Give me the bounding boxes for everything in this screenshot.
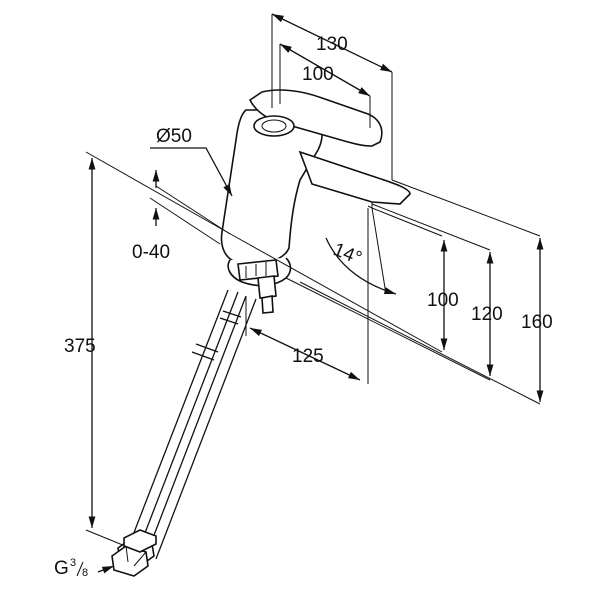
dim-125-line	[249, 327, 361, 381]
supply-hoses	[127, 289, 257, 560]
thread-prefix: G	[54, 558, 69, 579]
label-angle: 14°	[330, 239, 365, 269]
diameter-leader	[150, 147, 233, 197]
thread-numerator: 3	[70, 557, 76, 569]
connection-thread-label: G 3 8	[54, 557, 115, 579]
label-125: 125	[292, 346, 324, 367]
angle-arc	[325, 237, 397, 295]
threaded-connector	[111, 529, 157, 577]
label-diameter: Ø50	[156, 126, 192, 147]
spout	[298, 150, 411, 209]
dim-130-line	[271, 13, 393, 73]
label-375: 375	[64, 336, 96, 357]
label-100-right: 100	[427, 290, 459, 311]
dim-100-top-line	[279, 43, 371, 97]
thread-denominator: 8	[82, 567, 88, 579]
dimension-lines	[85, 13, 544, 549]
label-160: 160	[521, 312, 553, 333]
dimension-labels: 130 100 Ø50 0-40 375 125 14° 100 120 160…	[54, 34, 553, 579]
label-100-top: 100	[302, 64, 334, 85]
faucet-body	[220, 109, 323, 314]
label-range: 0-40	[132, 242, 170, 263]
label-120: 120	[471, 304, 503, 325]
label-130: 130	[316, 34, 348, 55]
